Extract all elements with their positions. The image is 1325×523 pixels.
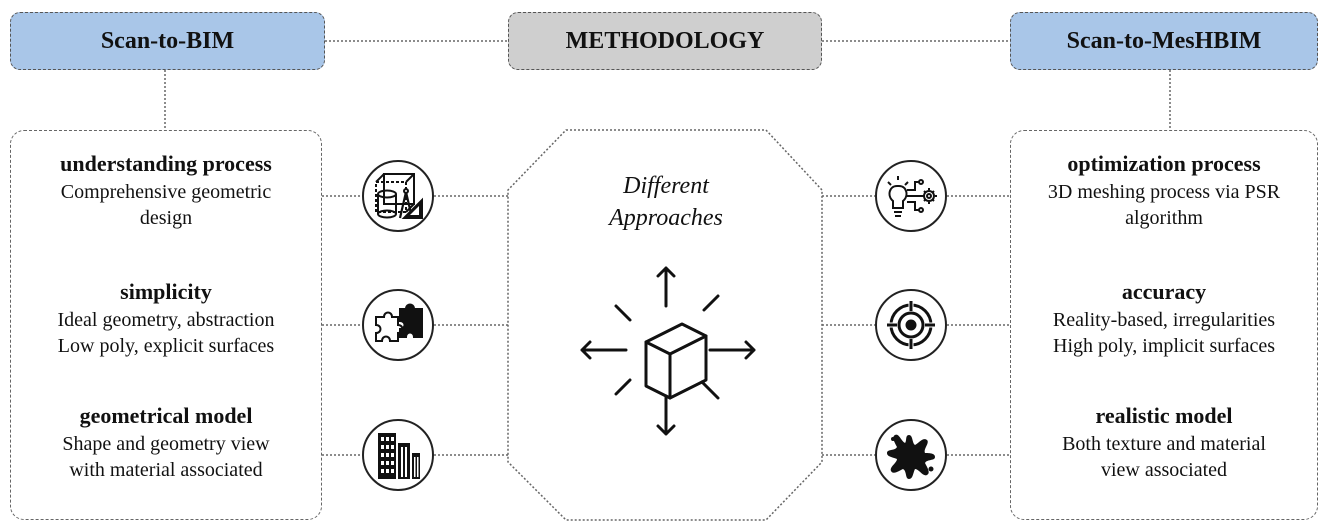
buildings-icon [362,419,434,491]
accuracy-item: accuracy Reality-based, irregularities H… [1011,277,1317,359]
optimization-process-item: optimization process 3D meshing process … [1011,149,1317,231]
realistic-model-item: realistic model Both texture and materia… [1011,401,1317,483]
item-heading: accuracy [1121,279,1207,304]
scan-to-bim-panel: understanding process Comprehensive geom… [10,130,322,520]
target-icon [875,289,947,361]
simplicity-item: simplicity Ideal geometry, abstraction L… [11,277,321,359]
item-description: Comprehensive geometric [60,181,272,203]
scan-to-meshbim-panel: optimization process 3D meshing process … [1010,130,1318,520]
item-description: Shape and geometry view [62,433,270,455]
puzzle-icon [362,289,434,361]
item-description: algorithm [1125,207,1203,229]
scan-to-bim-title: Scan-to-BIM [10,12,325,70]
center-label-line1: Different [623,173,709,199]
item-heading: understanding process [60,151,272,176]
item-heading: simplicity [120,279,212,304]
item-description: Low poly, explicit surfaces [57,335,275,357]
item-heading: geometrical model [79,403,253,428]
center-label-line2: Approaches [609,205,723,231]
cube-arrows-icon [580,266,756,436]
geometrical-model-item: geometrical model Shape and geometry vie… [11,401,321,483]
lightbulb-gear-icon [875,160,947,232]
item-heading: optimization process [1067,151,1261,176]
understanding-process-item: understanding process Comprehensive geom… [11,149,321,231]
center-label: Different Approaches [560,170,772,234]
methodology-title: METHODOLOGY [508,12,822,70]
item-description: 3D meshing process via PSR [1047,181,1281,203]
item-heading: realistic model [1095,403,1233,428]
scan-to-meshbim-title: Scan-to-MesHBIM [1010,12,1318,70]
item-description: Both texture and material [1062,433,1266,455]
splash-icon [875,419,947,491]
center-octagon [507,129,823,521]
item-description: Ideal geometry, abstraction [57,309,275,331]
geometric-design-icon [362,160,434,232]
item-description: design [139,207,193,229]
item-description: with material associated [69,459,263,481]
item-description: view associated [1100,459,1228,481]
item-description: High poly, implicit surfaces [1053,335,1275,357]
item-description: Reality-based, irregularities [1052,309,1276,331]
